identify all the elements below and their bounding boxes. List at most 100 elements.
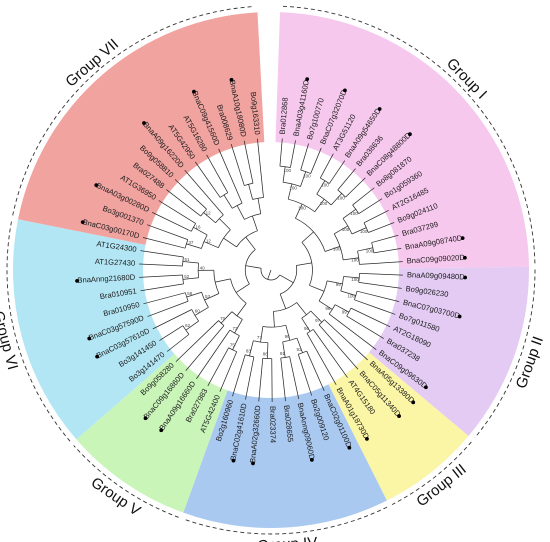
bootstrap-label: 100 [348, 294, 356, 299]
marker-dot [229, 77, 234, 82]
bootstrap-label: 98 [325, 306, 331, 311]
branch-arc [301, 242, 313, 286]
bootstrap-label: 40 [200, 266, 206, 271]
branch-arc [229, 329, 240, 336]
branch-line [328, 313, 377, 350]
branch-line [297, 354, 313, 396]
branch-line [139, 263, 183, 267]
branch-arc [320, 177, 330, 184]
branch-line [279, 274, 294, 284]
bootstrap-label: 100 [333, 247, 341, 252]
branch-line [142, 237, 186, 249]
branch-line [373, 247, 402, 254]
bootstrap-label: 100 [360, 229, 368, 234]
branch-arc [295, 217, 326, 252]
branch-line [196, 329, 231, 380]
branch-line [296, 337, 303, 353]
branch-line [306, 350, 325, 391]
bootstrap-label: 60 [195, 309, 201, 314]
branch-line [159, 325, 184, 341]
branch-line [266, 342, 269, 359]
branch-line [279, 138, 283, 167]
leaf-label: Bra028655 [282, 405, 295, 443]
branch-arc [201, 234, 208, 249]
branch-arc [279, 165, 291, 168]
branch-line [289, 356, 300, 400]
bootstrap-label: 93 [297, 347, 303, 352]
leaf-label: BnaAnng21680D [77, 273, 136, 285]
branch-line [345, 177, 366, 198]
bootstrap-label: 51 [185, 257, 191, 262]
branch-line [184, 169, 224, 216]
branch-line [279, 293, 287, 309]
group-iii-sector [328, 352, 469, 501]
marker-dot [423, 385, 428, 390]
branch-line [236, 205, 245, 220]
branch-line [310, 310, 323, 323]
branch-line [203, 241, 219, 249]
marker-dot [95, 354, 100, 359]
branch-line [207, 347, 229, 387]
branch-arc [273, 302, 297, 312]
branch-arc [219, 192, 228, 198]
marker-dot [407, 132, 412, 137]
branch-line [363, 209, 389, 224]
branch-arc [232, 202, 243, 209]
branch-line [185, 320, 199, 331]
marker-dot [462, 255, 467, 260]
leaf-label: Bo9g163310 [249, 91, 262, 135]
bootstrap-label: 100 [320, 201, 328, 206]
marker-dot [457, 314, 462, 319]
branch-line [140, 283, 184, 292]
bootstrap-label: 100 [283, 168, 291, 173]
branch-line [334, 225, 349, 235]
bootstrap-label: 100 [366, 248, 374, 253]
group-iv-bracket [183, 506, 388, 535]
group-vii-bracket [12, 6, 255, 216]
marker-dot [159, 428, 164, 433]
branch-line [258, 358, 264, 402]
branch-line [358, 198, 383, 214]
tree-branches [139, 138, 403, 402]
branch-arc [228, 347, 237, 353]
branch-line [218, 148, 243, 204]
group-vii-sector [18, 12, 265, 245]
marker-dot [411, 400, 416, 405]
branch-line [314, 198, 325, 212]
branch-line [175, 320, 219, 362]
branch-line [245, 356, 255, 400]
branch-arc [288, 198, 315, 213]
branch-line [230, 144, 245, 186]
branch-line [174, 179, 207, 210]
branch-arc [316, 193, 332, 206]
branch-line [334, 304, 350, 313]
marker-dot [80, 220, 85, 225]
branch-line [300, 171, 307, 187]
group-sectors [13, 12, 530, 528]
bootstrap-label: 73 [232, 326, 238, 331]
group-ii-sector [369, 266, 530, 436]
branch-line [359, 273, 403, 276]
branch-line [351, 227, 367, 235]
branch-arc [346, 307, 352, 317]
branch-arc [231, 311, 243, 320]
branch-line [234, 319, 243, 334]
branch-line [257, 198, 262, 214]
branch-line [352, 187, 375, 206]
marker-dot [343, 88, 347, 93]
marker-dot [365, 437, 369, 441]
branch-arc [262, 324, 286, 328]
branch-line [324, 246, 341, 252]
group-ii-bracket [474, 269, 536, 438]
branch-arc [215, 214, 224, 223]
branch-line [203, 212, 216, 224]
branch-line [301, 231, 314, 243]
branch-line [185, 325, 225, 372]
branch-line [371, 234, 399, 243]
bootstrap-values: 1001001001001001001001001001001001001001… [184, 168, 374, 356]
branch-line [309, 285, 325, 292]
group-iv-sector [183, 384, 387, 528]
bootstrap-label: 86 [263, 352, 269, 357]
marker-dot [309, 458, 314, 462]
